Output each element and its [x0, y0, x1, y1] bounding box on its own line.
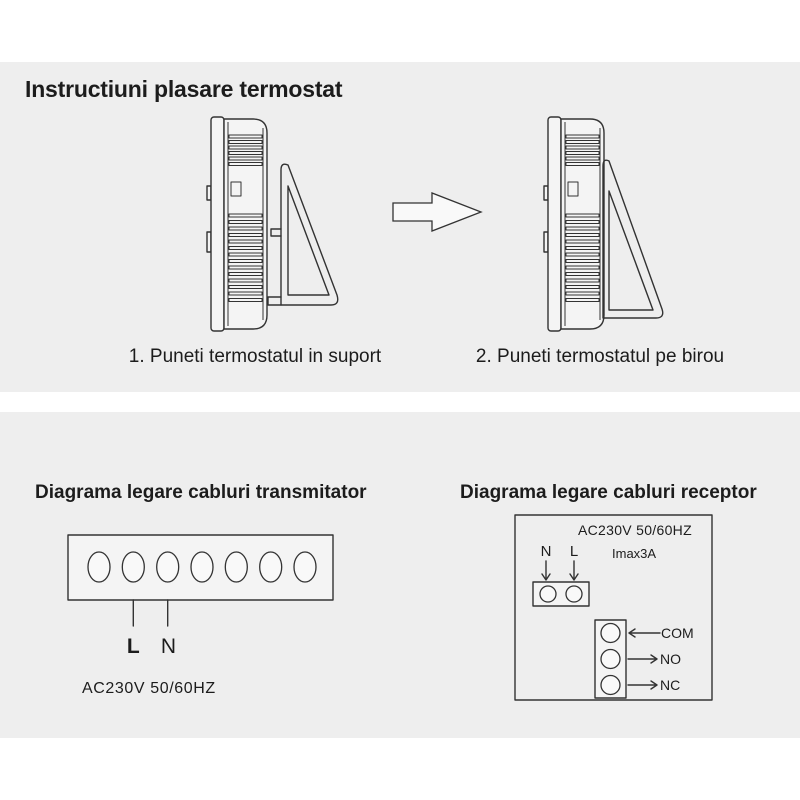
terminal-screw	[293, 551, 317, 583]
terminal-screw	[87, 551, 111, 583]
stand-clip	[270, 228, 282, 237]
thermostat-side-view	[206, 116, 268, 332]
terminal-screw	[224, 551, 248, 583]
input-label-n: N	[541, 543, 552, 560]
step-1-caption: 1. Puneti termostatul in suport	[129, 346, 382, 367]
stand-frame-outer	[280, 163, 339, 306]
receptor-power-spec: AC230V 50/60HZ	[578, 522, 692, 538]
step-1-illustration	[206, 116, 339, 332]
receptor-title: Diagrama legare cabluri receptor	[460, 482, 757, 503]
stand-frame-inner	[287, 185, 330, 296]
desk-stand	[602, 159, 664, 319]
output-label-no: NO	[660, 651, 681, 667]
input-terminal-l	[565, 585, 583, 603]
output-terminal-no	[600, 648, 621, 670]
output-label-com: COM	[661, 625, 694, 641]
transmitter-terminal-block	[67, 534, 334, 601]
terminal-screw	[259, 551, 283, 583]
placement-title: Instructiuni plasare termostat	[25, 76, 343, 102]
output-label-nc: NC	[660, 677, 680, 693]
stand-bottom-lip	[267, 296, 282, 306]
com-arrow	[628, 628, 661, 638]
wire-label-n: N	[161, 635, 176, 658]
receptor-current-spec: Imax3A	[612, 546, 656, 561]
stand-frame-inner	[608, 190, 654, 311]
no-arrow	[627, 654, 658, 664]
wire-label-l: L	[127, 635, 140, 658]
input-label-l: L	[570, 543, 578, 560]
transmitter-title: Diagrama legare cabluri transmitator	[35, 482, 367, 503]
receptor-box-outline	[514, 514, 713, 701]
input-terminal-n	[539, 585, 557, 603]
nc-arrow	[627, 680, 658, 690]
transmitter-power-spec: AC230V 50/60HZ	[82, 680, 216, 697]
receptor-wiring-box: AC230V 50/60HZ Imax3A N L COM NO NC	[514, 514, 713, 701]
input-arrow-l	[569, 560, 579, 581]
output-terminal-com	[600, 622, 621, 644]
terminal-screw	[156, 551, 180, 583]
step-2-caption: 2. Puneti termostatul pe birou	[476, 346, 724, 367]
stand-frame-outer	[602, 159, 664, 319]
desk-stand	[267, 163, 339, 306]
output-terminal-nc	[600, 674, 621, 696]
step-2-illustration	[543, 116, 664, 332]
placement-panel	[0, 62, 800, 392]
terminal-screw	[190, 551, 214, 583]
input-arrow-n	[541, 560, 551, 581]
next-step-arrow	[392, 192, 483, 232]
terminal-screw	[121, 551, 145, 583]
thermostat-side-view	[543, 116, 605, 332]
